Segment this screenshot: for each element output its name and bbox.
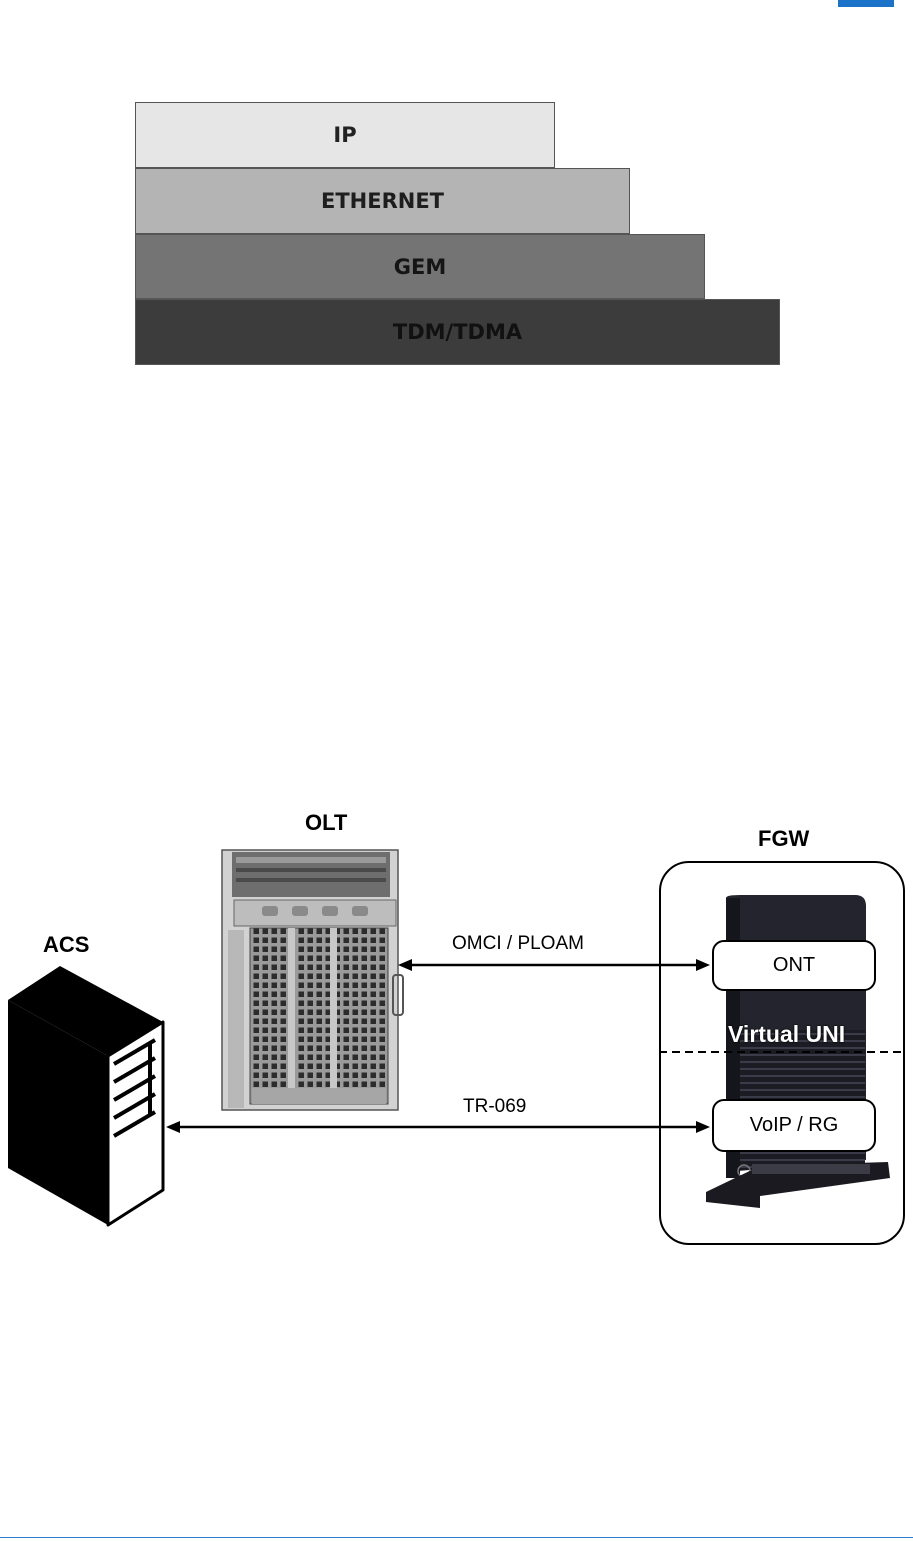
voip-rg-box: VoIP / RG bbox=[712, 1099, 876, 1152]
virtual-uni-label: Virtual UNI bbox=[728, 1021, 845, 1048]
fgw-label: FGW bbox=[758, 826, 809, 852]
ont-box: ONT bbox=[712, 940, 876, 991]
olt-chassis-icon bbox=[222, 850, 403, 1110]
tr069-arrow bbox=[166, 1121, 710, 1133]
omci-ploam-label: OMCI / PLOAM bbox=[452, 933, 584, 955]
tr069-label: TR-069 bbox=[463, 1096, 526, 1118]
acs-server-icon bbox=[8, 966, 163, 1225]
olt-label: OLT bbox=[305, 810, 347, 836]
footer-rule bbox=[0, 1537, 913, 1538]
acs-label: ACS bbox=[43, 932, 89, 958]
fgw-enclosure bbox=[659, 861, 905, 1245]
